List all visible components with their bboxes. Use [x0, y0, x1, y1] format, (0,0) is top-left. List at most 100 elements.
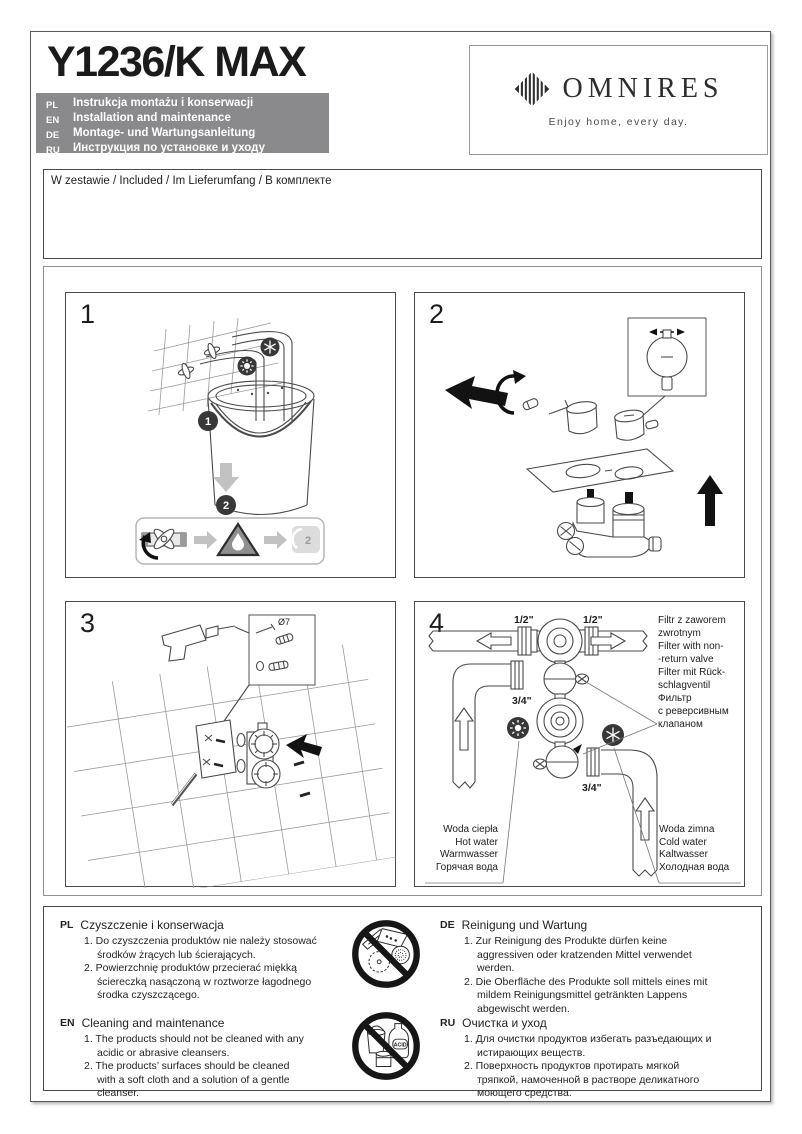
filter-top: [543, 662, 590, 696]
mounting-plate: [195, 719, 237, 779]
up-arrow-icon: [697, 475, 723, 526]
no-abrasives-icon: [352, 920, 420, 988]
instruction-item: 2. Die Oberfläche des Produkte soll mitt…: [464, 975, 708, 1015]
lang-code: EN: [46, 114, 60, 126]
down-arrow-icon: [213, 463, 239, 492]
marker-2: 2: [216, 495, 236, 515]
lang-code: DE: [46, 129, 60, 141]
hex-key-icon: [548, 399, 569, 415]
no-acid-icon: ACID: [352, 1012, 420, 1080]
lang-code: RU: [46, 144, 60, 156]
instruction-item: 2. The products’ surfaces should be clea…: [84, 1060, 290, 1099]
wall-valves: [177, 342, 221, 380]
lang-label: Инструкция по установке и уходу: [73, 142, 266, 154]
section-title: Czyszczenie i konserwacja: [80, 918, 224, 932]
lang-code: EN: [60, 1017, 75, 1029]
instruction-item: 1. The products should not be cleaned wi…: [84, 1033, 304, 1059]
step-3-panel: 3: [65, 601, 397, 888]
cold-water-label: Woda zimna Cold water Kaltwasser Холодна…: [659, 824, 730, 873]
lang-row-en: EN Installation and maintenance: [46, 112, 329, 127]
step-1-diagram: 1 2: [135, 317, 325, 565]
size-label-half-left: 1/2": [514, 614, 534, 626]
step-2-panel: 2: [414, 292, 745, 578]
lang-row-de: DE Montage- und Wartungsanleitung: [46, 127, 329, 142]
remove-arrow-icon: [445, 376, 508, 409]
lang-label: Montage- und Wartungsanleitung: [73, 127, 256, 139]
step-2-diagram: [445, 317, 723, 558]
half-inch-line: [428, 630, 648, 652]
flush-sequence-strip: 2: [135, 517, 325, 565]
step-1-panel: 1: [65, 292, 396, 578]
instruction-item: 2. Поверхность продуктов протирать мягко…: [464, 1060, 700, 1099]
valve-body: [556, 489, 662, 558]
lang-label: Instrukcja montażu i konserwacji: [73, 97, 254, 109]
instruction-item: 1. Zur Reinigung des Produkte dürfen kei…: [464, 935, 692, 974]
omnires-logo-icon: [515, 70, 550, 108]
step-3-diagram: [66, 614, 397, 888]
page-title: Y1236/K MAX: [47, 38, 307, 86]
maintenance-pl: PL Czyszczenie i konserwacja 1. Do czysz…: [60, 918, 334, 1003]
svg-text:2: 2: [305, 535, 311, 547]
document-page: Y1236/K MAX PL Instrukcja montażu i kons…: [30, 31, 771, 1102]
instruction-item: 1. Для очистки продуктов избегать разъед…: [464, 1033, 712, 1059]
step-4-diagram: [425, 618, 741, 884]
svg-text:2: 2: [223, 500, 229, 512]
included-label: W zestawie / Included / Im Lieferumfang …: [51, 175, 332, 187]
maintenance-ru: RU Очистка и уход 1. Для очистки продукт…: [440, 1016, 722, 1101]
hot-badge: [507, 717, 529, 739]
mixer-valve: [536, 697, 584, 745]
open-valve-icon: [139, 528, 187, 560]
svg-text:1: 1: [205, 416, 211, 428]
maintenance-en: EN Cleaning and maintenance 1. The produ…: [60, 1016, 306, 1101]
cover-cap-2: [614, 409, 659, 441]
hole-diameter-label: Ø7: [278, 617, 291, 627]
leader-lines: [425, 681, 741, 884]
drill-bit-inset: [248, 614, 316, 686]
hot-badge: [237, 356, 257, 376]
cold-badge: [260, 337, 280, 357]
lang-code: DE: [440, 919, 455, 931]
hot-water-label: Woda ciepła Hot water Warmwasser Горячая…: [435, 824, 498, 873]
step-4-panel: 4: [414, 601, 745, 887]
push-arrow-icon: [286, 734, 322, 758]
lang-code: RU: [440, 1017, 456, 1029]
language-title-bar: PL Instrukcja montażu i konserwacji EN I…: [36, 93, 329, 156]
instruction-item: 2. Powierzchnię produktów przecierać mię…: [84, 962, 312, 1001]
maintenance-de: DE Reinigung und Wartung 1. Zur Reinigun…: [440, 918, 726, 1016]
valve-body-front: [236, 722, 281, 789]
installation-steps: 1: [43, 266, 762, 896]
sun-icon: [510, 720, 526, 736]
flow-left-arrow-icon: [475, 632, 512, 650]
brand-name: OMNIRES: [562, 73, 724, 104]
bucket: [207, 380, 315, 516]
sun-icon: [240, 359, 254, 373]
cold-badge: [602, 724, 624, 746]
step-number: 2: [429, 299, 445, 329]
brand-logo-row: OMNIRES: [470, 70, 767, 108]
size-label-threequarter-left: 3/4": [512, 695, 532, 707]
flow-right-arrow-icon: [590, 632, 627, 650]
wall-plug-icon: [275, 633, 294, 645]
trim-knob-inset: [627, 317, 707, 397]
filter-label: Filtr z zaworem zwrotnym Filter with non…: [658, 615, 729, 730]
screwdriver: [170, 772, 198, 807]
acid-label: ACID: [394, 1042, 407, 1048]
escutcheon-plate: [525, 448, 675, 493]
lang-code: PL: [46, 99, 59, 111]
lang-row-pl: PL Instrukcja montażu i konserwacji: [46, 97, 329, 112]
included-box: W zestawie / Included / Im Lieferumfang …: [43, 169, 762, 259]
marker-1: 1: [198, 411, 218, 431]
rotate-arrow-icon: [495, 370, 526, 415]
step-number: 1: [80, 299, 96, 329]
filter-bottom: [532, 744, 582, 779]
maintenance-section: PL Czyszczenie i konserwacja 1. Do czysz…: [43, 906, 762, 1099]
wall-grid: [147, 317, 283, 416]
snowflake-icon: [264, 340, 276, 354]
section-title: Очистка и уход: [462, 1016, 547, 1030]
brand-tagline: Enjoy home, every day.: [548, 116, 689, 128]
hot-supply-elbow: [452, 660, 524, 789]
section-title: Cleaning and maintenance: [81, 1016, 225, 1030]
flush-warning-icon: [215, 521, 261, 557]
section-title: Reinigung und Wartung: [461, 918, 588, 932]
